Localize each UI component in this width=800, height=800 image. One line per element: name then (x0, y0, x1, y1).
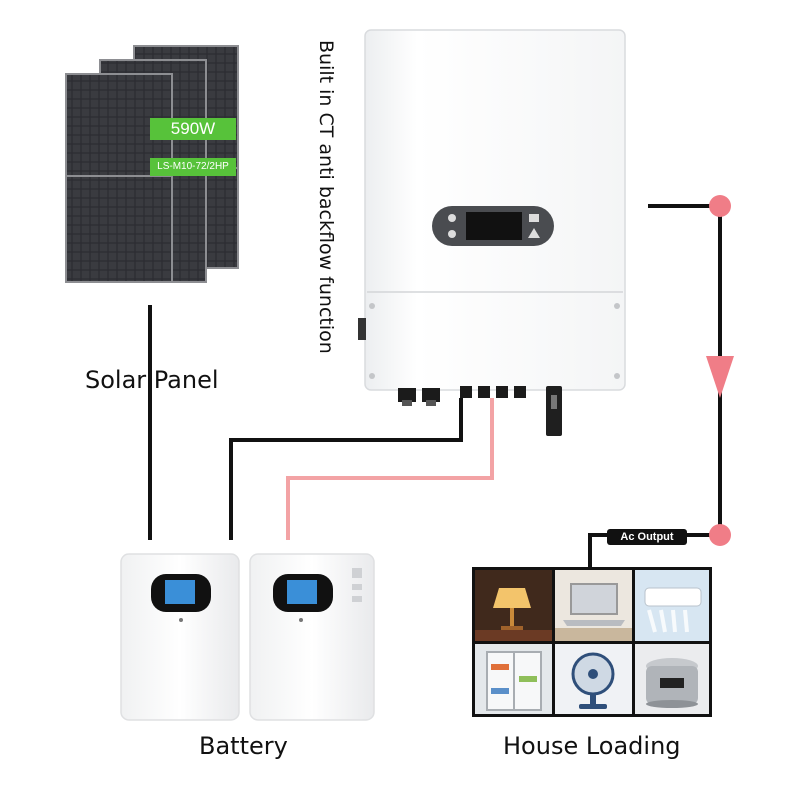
ac-output-tag: Ac Output (607, 529, 687, 545)
inverter-to-battery-pink-wire (286, 398, 494, 540)
refrigerator-icon (475, 644, 552, 714)
laptop-icon (555, 570, 632, 641)
battery-icon (120, 553, 375, 721)
solar-panel-icon (65, 45, 239, 283)
flow-arrow-icon (706, 356, 734, 398)
battery-label: Battery (199, 732, 288, 760)
desk-fan-icon (555, 644, 632, 714)
solar-panel-label: Solar Panel (85, 366, 219, 394)
inverter-to-battery-black-wire (229, 398, 463, 540)
ct-anti-backflow-label: Built in CT anti backflow function (315, 40, 337, 354)
solar-power-badge: 590W (150, 118, 236, 140)
house-loading-label: House Loading (503, 732, 681, 760)
inverter-icon (358, 29, 626, 436)
solar-model-badge: LS-M10-72/2HP (150, 158, 236, 176)
junction-dot-bottom (709, 524, 731, 546)
table-lamp-icon (475, 570, 552, 641)
rice-cooker-icon (635, 644, 709, 714)
air-conditioner-icon (635, 570, 709, 641)
junction-dot-top (709, 195, 731, 217)
